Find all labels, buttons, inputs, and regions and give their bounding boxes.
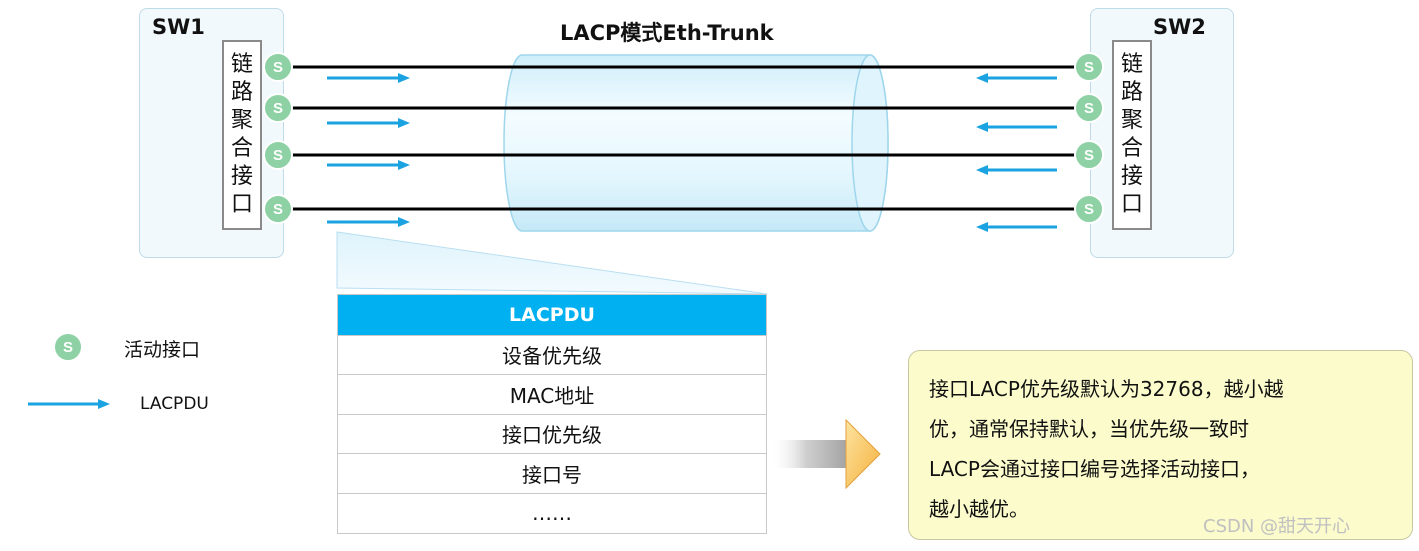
trunk-links <box>278 65 1086 211</box>
sw2-port-group-char: 路 <box>1120 80 1143 105</box>
note-line: 优，通常保持默认，当优先级一致时 <box>929 417 1249 441</box>
sw1-port-group-char: 路 <box>230 80 253 105</box>
arrow-right-icon <box>327 118 410 128</box>
sw2-port-group-char: 聚 <box>1120 108 1143 133</box>
lacpdu-funnel <box>336 231 768 295</box>
port-symbol: S <box>273 100 283 117</box>
note-line: 接口LACP优先级默认为32768，越小越 <box>929 377 1284 401</box>
active-port-icon <box>263 93 293 123</box>
active-port-icon <box>1074 52 1104 82</box>
legend-port-label: 活动接口 <box>124 339 201 361</box>
active-port-icon <box>1074 194 1104 224</box>
sw1-port-group-char: 合 <box>230 136 253 161</box>
sw2-port-group: 链 路 聚 合 接 口 <box>1112 40 1152 230</box>
sw2-port-group-char: 合 <box>1120 136 1143 161</box>
port-symbol: S <box>273 201 283 218</box>
sw1-port-group-char: 聚 <box>230 108 253 133</box>
note-line: 越小越优。 <box>929 497 1029 521</box>
priority-note: 接口LACP优先级默认为32768，越小越 优，通常保持默认，当优先级一致时 L… <box>908 350 1413 540</box>
port-symbol: S <box>273 59 283 76</box>
sw2-port-group-char: 接 <box>1120 164 1143 189</box>
sw2-label: SW2 <box>1153 15 1206 39</box>
lacpdu-arrows-right <box>327 73 410 227</box>
sw2-ports <box>1074 52 1104 224</box>
trunk-tube <box>503 54 889 232</box>
active-port-icon <box>1074 93 1104 123</box>
sw2-port-group-char: 链 <box>1120 52 1143 77</box>
port-symbol: S <box>1084 147 1094 164</box>
sw1-port-group-char: 口 <box>230 192 253 217</box>
arrow-left-icon <box>976 73 1057 83</box>
sw1-port-group: 链 路 聚 合 接 口 <box>222 40 262 230</box>
diagram-title: LACP模式Eth-Trunk <box>560 21 774 45</box>
arrow-right-icon <box>327 73 410 83</box>
arrow-right-icon <box>327 217 410 227</box>
sw1-ports <box>263 52 293 224</box>
sw1-port-group-char: 链 <box>230 52 253 77</box>
arrow-left-icon <box>976 165 1057 175</box>
legend-port-symbol: S <box>63 339 73 356</box>
arrow-left-icon <box>976 122 1057 132</box>
callout-arrow-icon <box>770 418 881 490</box>
lacpdu-fields-table: LACPDU 设备优先级 MAC地址 接口优先级 接口号 …… <box>337 294 767 534</box>
watermark: CSDN @甜天开心 <box>1203 516 1351 537</box>
lacpdu-table-row: 设备优先级 <box>338 334 766 375</box>
lacpdu-table-row: 接口优先级 <box>338 413 766 454</box>
lacpdu-table-row: 接口号 <box>338 453 766 493</box>
sw1-port-group-char: 接 <box>230 164 253 189</box>
legend-arrow-label: LACPDU <box>140 394 209 414</box>
active-port-icon <box>263 52 293 82</box>
legend-port-icon: S <box>53 332 83 362</box>
sw1-label: SW1 <box>152 15 205 39</box>
lacpdu-table-row: …… <box>338 492 766 533</box>
active-port-icon <box>263 194 293 224</box>
port-symbol: S <box>1084 201 1094 218</box>
arrow-right-icon <box>327 160 410 170</box>
port-symbol: S <box>1084 100 1094 117</box>
lacpdu-arrows-left <box>976 73 1057 232</box>
note-line: LACP会通过接口编号选择活动接口， <box>929 457 1260 481</box>
active-port-icon <box>1074 140 1104 170</box>
port-symbol: S <box>1084 59 1094 76</box>
sw2-port-group-char: 口 <box>1120 192 1143 217</box>
legend-arrow-icon <box>28 399 110 409</box>
active-port-icon <box>263 140 293 170</box>
arrow-left-icon <box>976 222 1057 232</box>
lacpdu-table-row: MAC地址 <box>338 374 766 414</box>
port-symbol: S <box>273 147 283 164</box>
lacpdu-table-header: LACPDU <box>338 295 766 335</box>
